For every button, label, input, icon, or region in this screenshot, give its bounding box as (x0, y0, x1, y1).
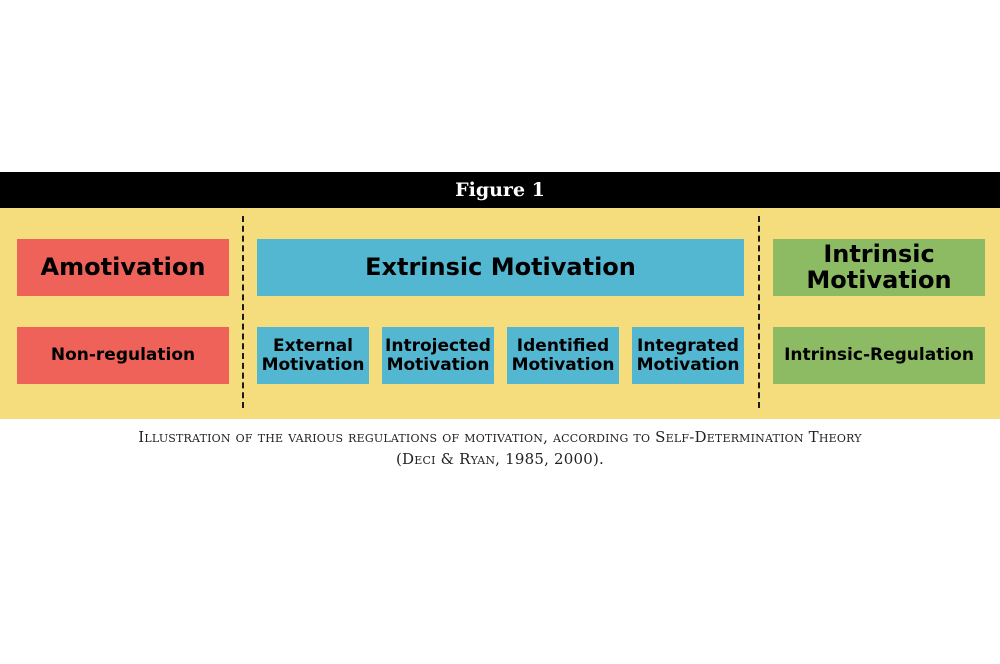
identified-motivation-box: Identified Motivation (507, 327, 619, 384)
intrinsic-motivation-box: Intrinsic Motivation (773, 239, 985, 296)
non-regulation-label: Non-regulation (50, 344, 196, 365)
integrated-motivation-label-line2: Motivation (636, 354, 740, 375)
figure-title: Figure 1 (455, 179, 545, 201)
divider-right (758, 216, 760, 408)
introjected-motivation-label-line2: Motivation (386, 354, 490, 375)
integrated-motivation-label-line1: Integrated (637, 335, 739, 356)
identified-motivation-label-line2: Motivation (511, 354, 615, 375)
figure-header: Figure 1 (0, 172, 1000, 208)
caption-line-1: Illustration of the various regulations … (138, 428, 862, 446)
external-motivation-box: External Motivation (257, 327, 369, 384)
amotivation-box: Amotivation (17, 239, 229, 296)
amotivation-label: Amotivation (40, 252, 206, 281)
divider-left (242, 216, 244, 408)
integrated-motivation-box: Integrated Motivation (632, 327, 744, 384)
identified-motivation-label-line1: Identified (516, 335, 610, 356)
introjected-motivation-box: Introjected Motivation (382, 327, 494, 384)
extrinsic-motivation-box: Extrinsic Motivation (257, 239, 744, 296)
caption-line-2: (Deci & Ryan, 1985, 2000). (395, 450, 605, 468)
introjected-motivation-label-line1: Introjected (385, 335, 491, 356)
intrinsic-motivation-label-line2: Motivation (806, 265, 952, 294)
non-regulation-box: Non-regulation (17, 327, 229, 384)
extrinsic-motivation-label: Extrinsic Motivation (365, 252, 636, 281)
external-motivation-label-line2: Motivation (261, 354, 365, 375)
intrinsic-motivation-label-line1: Intrinsic (823, 240, 935, 269)
intrinsic-regulation-label: Intrinsic-Regulation (784, 344, 974, 365)
external-motivation-label-line1: External (272, 335, 354, 356)
intrinsic-regulation-box: Intrinsic-Regulation (773, 327, 985, 384)
